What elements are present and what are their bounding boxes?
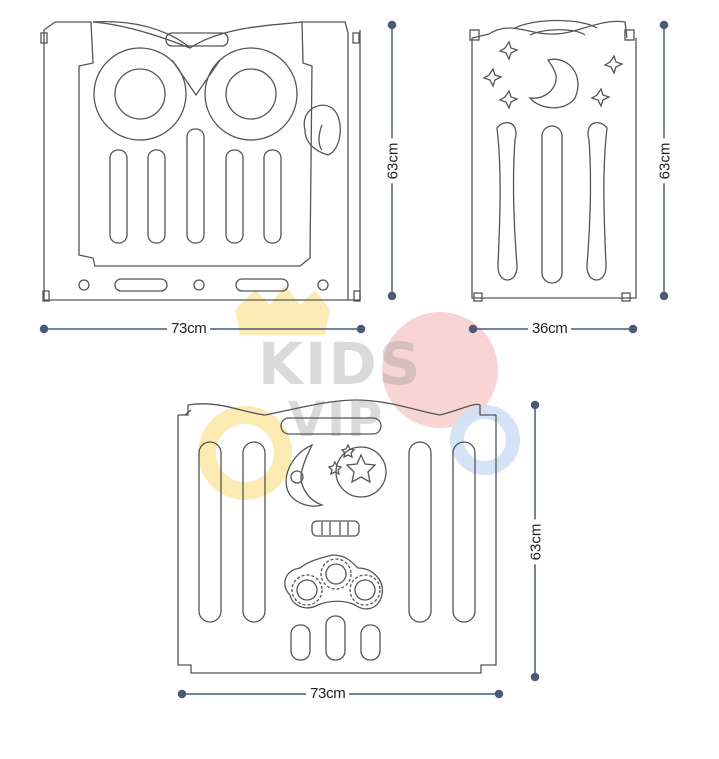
moon-panel-height-label: 63cm (656, 138, 674, 184)
activity-panel-height-label: 63cm (527, 519, 545, 565)
watermark-kids: KIDS (258, 330, 423, 398)
activity-panel-width-label: 73cm (306, 686, 350, 702)
owl-panel-width-label: 73cm (167, 321, 211, 337)
owl-panel-height-label: 63cm (384, 138, 402, 184)
moon-panel-width-label: 36cm (528, 321, 572, 337)
